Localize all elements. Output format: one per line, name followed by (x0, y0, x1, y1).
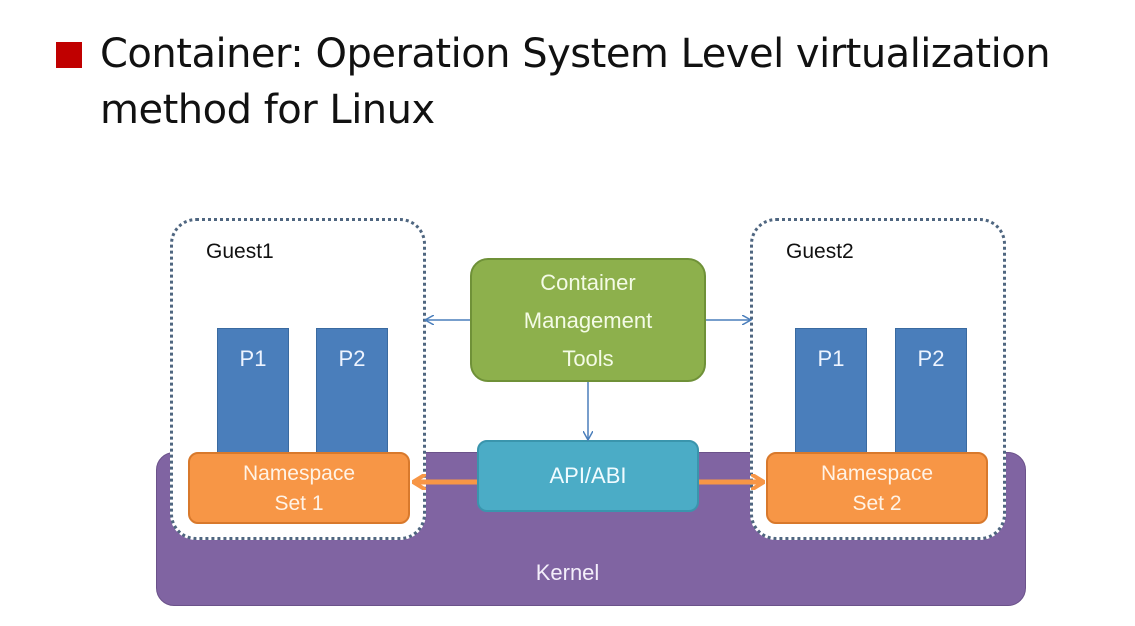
guest2-process-p2: P2 (895, 328, 967, 456)
namespace-set-2-line2: Set 2 (852, 492, 902, 515)
bullet-square (56, 42, 82, 68)
cmt-line3: Tools (562, 346, 614, 371)
guest1-process-p2: P2 (316, 328, 388, 456)
api-abi-box: API/ABI (477, 440, 699, 512)
guest1-label: Guest1 (206, 240, 274, 263)
slide-title: Container: Operation System Level virtua… (100, 26, 1051, 138)
namespace-set-2: Namespace Set 2 (766, 452, 988, 524)
kernel-label: Kernel (535, 560, 600, 585)
namespace-set-1-line1: Namespace (242, 462, 356, 485)
namespace-set-1-line2: Set 1 (274, 492, 324, 515)
guest1-process-p1: P1 (217, 328, 289, 456)
title-line-1: Container: Operation System Level virtua… (100, 31, 1051, 77)
container-management-tools: Container Management Tools (470, 258, 706, 382)
cmt-line1: Container (540, 270, 636, 295)
namespace-set-1: Namespace Set 1 (188, 452, 410, 524)
cmt-line2: Management (523, 308, 653, 333)
title-line-2: method for Linux (100, 87, 435, 133)
namespace-set-2-line1: Namespace (820, 462, 934, 485)
guest2-process-p1: P1 (795, 328, 867, 456)
guest2-label: Guest2 (786, 240, 854, 263)
